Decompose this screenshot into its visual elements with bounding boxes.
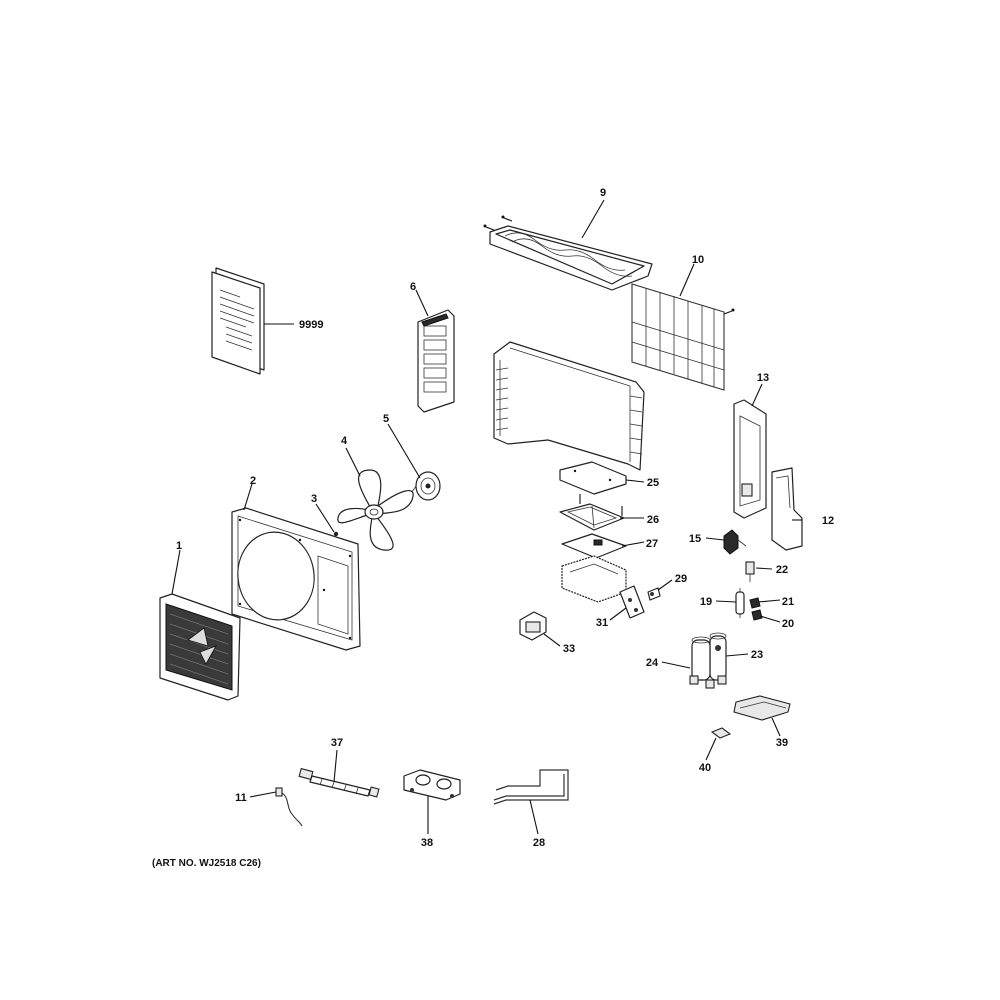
callout-31[interactable]: 31 bbox=[596, 617, 608, 629]
part-12-valve-cover[interactable] bbox=[771, 467, 803, 551]
part-24-compressor-feet[interactable] bbox=[689, 675, 727, 689]
callout-25[interactable]: 25 bbox=[647, 477, 659, 489]
callout-37[interactable]: 37 bbox=[331, 737, 343, 749]
part-10-rear-grille[interactable] bbox=[631, 283, 735, 391]
callout-33[interactable]: 33 bbox=[563, 643, 575, 655]
callout-11[interactable]: 11 bbox=[235, 792, 247, 804]
callout-15[interactable]: 15 bbox=[689, 533, 701, 545]
part-5-fan-motor[interactable] bbox=[411, 471, 441, 501]
callout-6[interactable]: 6 bbox=[410, 281, 416, 293]
part-38-compressor-bracket[interactable] bbox=[403, 769, 461, 801]
part-1-fan-guard[interactable] bbox=[159, 593, 241, 701]
callout-20[interactable]: 20 bbox=[782, 618, 794, 630]
part-28-pipe[interactable] bbox=[493, 769, 569, 805]
callout-12[interactable]: 12 bbox=[822, 515, 834, 527]
callout-19[interactable]: 19 bbox=[700, 596, 712, 608]
part-11-wire[interactable] bbox=[275, 787, 303, 827]
part-26-board-frame[interactable] bbox=[559, 494, 625, 531]
part-20-service-valve[interactable] bbox=[751, 609, 763, 621]
callout-1[interactable]: 1 bbox=[176, 540, 182, 552]
control-box[interactable] bbox=[561, 555, 627, 603]
part-23-compressor[interactable] bbox=[691, 632, 727, 681]
part-21-service-valve[interactable] bbox=[749, 597, 761, 609]
part-6-side-grille[interactable] bbox=[417, 309, 455, 413]
part-19-drier[interactable] bbox=[735, 588, 745, 618]
leader-lines bbox=[171, 199, 802, 835]
callout-27[interactable]: 27 bbox=[646, 538, 658, 550]
callout-9999[interactable]: 9999 bbox=[299, 319, 323, 331]
callout-24[interactable]: 24 bbox=[646, 657, 659, 669]
callout-9[interactable]: 9 bbox=[600, 187, 606, 199]
callout-5[interactable]: 5 bbox=[383, 413, 389, 425]
callout-28[interactable]: 28 bbox=[533, 837, 545, 849]
callout-40[interactable]: 40 bbox=[699, 762, 711, 774]
part-29-sensor[interactable] bbox=[647, 587, 661, 601]
condenser-coil[interactable] bbox=[493, 341, 645, 471]
callout-21[interactable]: 21 bbox=[782, 596, 794, 608]
callout-10[interactable]: 10 bbox=[692, 254, 704, 266]
part-27-control-board[interactable] bbox=[561, 533, 627, 559]
callout-29[interactable]: 29 bbox=[675, 573, 687, 585]
callout-4[interactable]: 4 bbox=[341, 435, 348, 447]
callout-26[interactable]: 26 bbox=[647, 514, 659, 526]
callout-labels: 9999 9 10 6 13 12 5 4 3 2 1 25 26 27 29 … bbox=[176, 187, 834, 849]
part-15-sensor-assembly[interactable] bbox=[723, 529, 747, 555]
part-33-reactor[interactable] bbox=[519, 611, 547, 641]
part-4-fan-blade[interactable] bbox=[337, 469, 414, 551]
part-22-valve[interactable] bbox=[745, 561, 755, 582]
part-25-control-box-cover[interactable] bbox=[559, 461, 627, 495]
part-3-fan-nut[interactable] bbox=[333, 531, 339, 537]
part-31-bracket[interactable] bbox=[619, 585, 645, 619]
part-9999-manual[interactable] bbox=[211, 267, 265, 375]
part-39-compressor-insulation[interactable] bbox=[733, 695, 791, 721]
part-40-pad[interactable] bbox=[710, 727, 732, 739]
part-9-top-cover[interactable] bbox=[483, 215, 653, 291]
callout-22[interactable]: 22 bbox=[776, 564, 788, 576]
part-2-front-panel[interactable] bbox=[231, 507, 361, 651]
callout-13[interactable]: 13 bbox=[757, 372, 769, 384]
callout-3[interactable]: 3 bbox=[311, 493, 317, 505]
part-13-right-side-panel[interactable] bbox=[733, 399, 767, 519]
part-37-wire-harness[interactable] bbox=[298, 767, 380, 798]
callout-2[interactable]: 2 bbox=[250, 475, 256, 487]
callout-38[interactable]: 38 bbox=[421, 837, 433, 849]
callout-39[interactable]: 39 bbox=[776, 737, 788, 749]
callout-23[interactable]: 23 bbox=[751, 649, 763, 661]
art-number: (ART NO. WJ2518 C26) bbox=[152, 858, 261, 869]
